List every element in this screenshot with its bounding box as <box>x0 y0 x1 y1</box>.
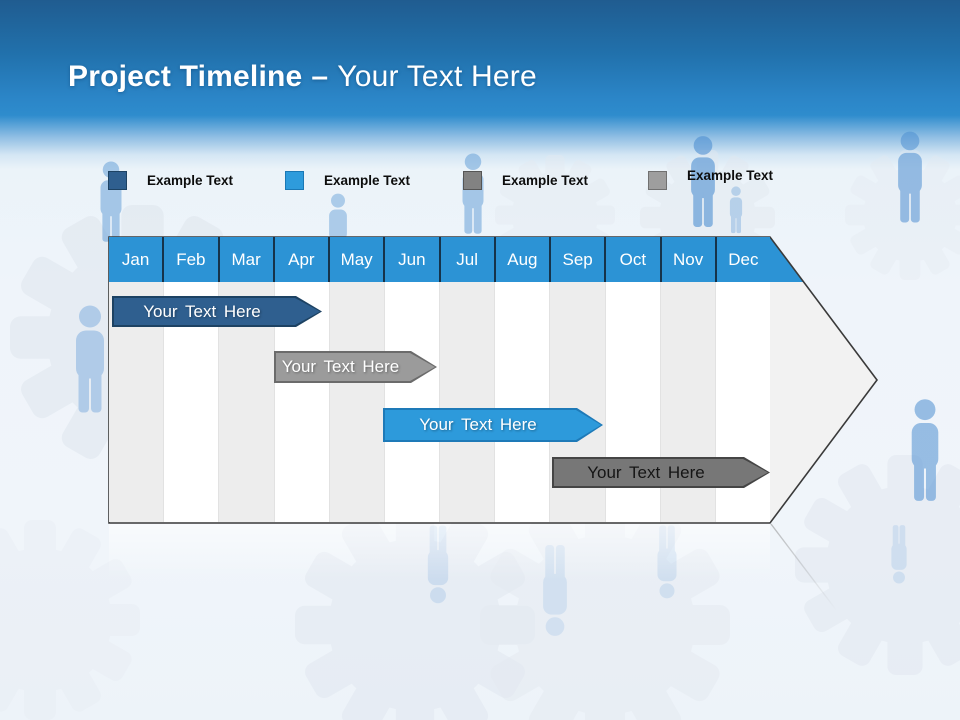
gantt-bar-1: Your Text Here <box>112 296 322 327</box>
month-header-jan: Jan <box>109 237 163 282</box>
gantt-bar-4: Your Text Here <box>552 457 770 488</box>
gantt-bar-label: Your Text Here <box>281 357 400 376</box>
title-bold-text: Project Timeline <box>68 60 303 93</box>
legend-label: Example Text <box>502 173 589 188</box>
month-header-sep: Sep <box>549 237 605 282</box>
column-aug <box>494 282 550 522</box>
legend-item: Example Text <box>285 171 410 190</box>
month-header-dec: Dec <box>714 237 770 282</box>
legend-label: Example Text <box>324 173 411 188</box>
person-figure <box>462 153 484 234</box>
legend-swatch-lightblue <box>285 171 304 190</box>
month-header-jun: Jun <box>383 237 439 282</box>
legend-label: Example Text <box>147 173 234 188</box>
gantt-bar-label: Your Text Here <box>587 462 705 482</box>
month-header-aug: Aug <box>493 237 549 282</box>
gantt-bar-label: Your Text Here <box>419 415 537 434</box>
legend-swatch-darkgray <box>463 171 482 190</box>
legend-item: Example Text <box>648 168 774 190</box>
column-may <box>328 282 384 522</box>
legend-item: Example Text <box>463 171 588 190</box>
gantt-bar-1-body: Your Text Here <box>114 298 320 325</box>
month-header-nov: Nov <box>659 237 715 282</box>
table-reflection <box>109 524 770 579</box>
gantt-bar-label: Your Text Here <box>143 301 261 321</box>
column-jul <box>439 282 495 522</box>
title-separator: – <box>311 60 329 93</box>
legend-swatch-lightgray <box>648 171 667 190</box>
gantt-bar-2-body: Your Text Here <box>276 353 435 381</box>
page-title: Project Timeline–Your Text Here <box>68 60 537 94</box>
gantt-bar-3-body: Your Text Here <box>385 410 601 440</box>
gantt-bar-2: Your Text Here <box>274 351 437 383</box>
month-header-mar: Mar <box>217 237 273 282</box>
month-header-feb: Feb <box>162 237 218 282</box>
month-header-apr: Apr <box>272 237 328 282</box>
legend-swatch-darkblue <box>108 171 127 190</box>
legend-label: Example Text <box>687 168 774 183</box>
title-light-text: Your Text Here <box>337 60 537 93</box>
legend-item: Example Text <box>108 171 233 190</box>
person-figure <box>911 399 939 501</box>
gantt-bar-4-body: Your Text Here <box>554 459 768 486</box>
arrow-edge-reflection <box>770 523 847 624</box>
month-header-oct: Oct <box>604 237 660 282</box>
column-jun <box>383 282 440 522</box>
month-header-may: May <box>328 237 384 282</box>
month-header-row: Jan Feb Mar Apr May Jun Jul Aug Sep Oct … <box>109 237 770 282</box>
gantt-bar-3: Your Text Here <box>383 408 603 442</box>
month-header-jul: Jul <box>438 237 494 282</box>
